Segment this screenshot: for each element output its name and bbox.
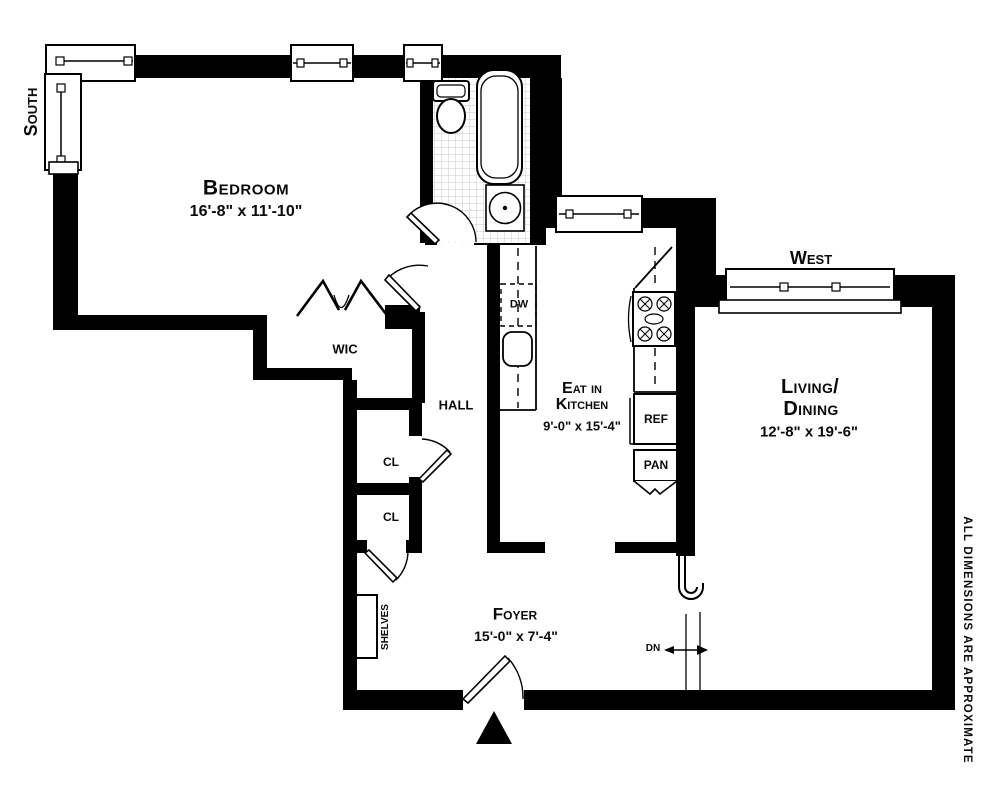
bathroom-window [403,44,443,82]
closet2-door [363,548,409,584]
wall-cl1-top [355,398,421,410]
kitchen-counters [500,246,678,496]
closet1-door [417,438,453,484]
shelves-label: SHELVES [380,604,391,650]
wall-cl1-right-lower [409,477,422,495]
wall-kitchen-bottom-left [487,542,545,553]
bathroom [405,69,530,246]
wall-cl-divider [355,483,421,495]
bedroom-dims: 16'-8" x 11'-10" [189,203,303,220]
pantry-label: PAN [643,458,669,472]
doors [295,264,524,744]
bedroom-label: Bedroom [202,176,290,200]
bathroom-door [405,202,477,246]
kitchen-sink-icon [502,331,533,367]
entry-arrow-icon [476,711,512,744]
closet2-label: CL [383,510,399,524]
wall-wic-left-step [253,315,267,380]
kitchen-label-line2: Kitchen [555,396,609,413]
stair-railing [664,556,708,692]
hall-label: HALL [438,397,474,413]
west-window [718,268,902,314]
wic-bifold-doors [295,278,388,317]
wall-cl2-bottom-left [355,540,367,553]
bedroom-door [383,264,429,313]
foyer-label: Foyer [492,604,538,624]
foyer-dims: 15'-0" x 7'-4" [474,628,558,644]
dishwasher-box [500,283,537,327]
bedroom-window [290,44,354,82]
wic-label: WIC [332,341,358,357]
wall-right-exterior [932,288,955,710]
bathroom-door-swing-area [409,203,476,242]
wall-step-bath-kitchen [530,78,562,203]
bathroom-sink-icon [485,184,525,232]
dn-label: DN [645,643,661,654]
corner-window [44,44,136,175]
wall-bottom-exterior [343,690,955,710]
windows [44,44,902,314]
bathtub-icon [476,69,523,185]
dn-arrow-icon [664,645,708,655]
wall-bathroom-left [420,72,434,243]
compass-west-label: West [789,248,833,268]
wall-kitchen-right [676,228,695,556]
wall-foyer-left [343,380,357,690]
corner-cabinet-diagonal [634,246,673,289]
living-label-line1: Living/ [781,376,839,398]
living-dims: 12'-8" x 19'-6" [759,423,859,441]
wall-cl1-right-upper [409,398,422,436]
wall-cl2-right [409,495,422,553]
wall-wic-right [412,312,425,403]
compass-south-label: South [21,87,41,137]
dimensions-note: ALL DIMENSIONS ARE APPROXIMATE [960,516,973,764]
wall-wic-bottom [253,368,352,380]
shelves-niche [355,594,378,659]
pantry-box [633,449,678,496]
living-label-line2: Dining [783,398,839,420]
dishwasher-label: DW [509,298,529,311]
wall-kitchen-left [487,243,500,553]
entry-door [461,654,524,744]
kitchen-dims: 9'-0" x 15'-4" [543,418,621,434]
refrigerator-label: REF [644,412,668,426]
wall-cl2-bottom-right [406,540,422,553]
stove-icon [627,291,676,347]
refrigerator-box [629,393,678,445]
toilet-icon [432,80,470,134]
wall-bedroom-bottom [53,315,267,330]
closet1-label: CL [383,455,399,469]
kitchen-label-line1: Eat in [562,380,602,397]
wall-kitchen-bottom-right [615,542,676,553]
kitchen-window [555,195,643,233]
